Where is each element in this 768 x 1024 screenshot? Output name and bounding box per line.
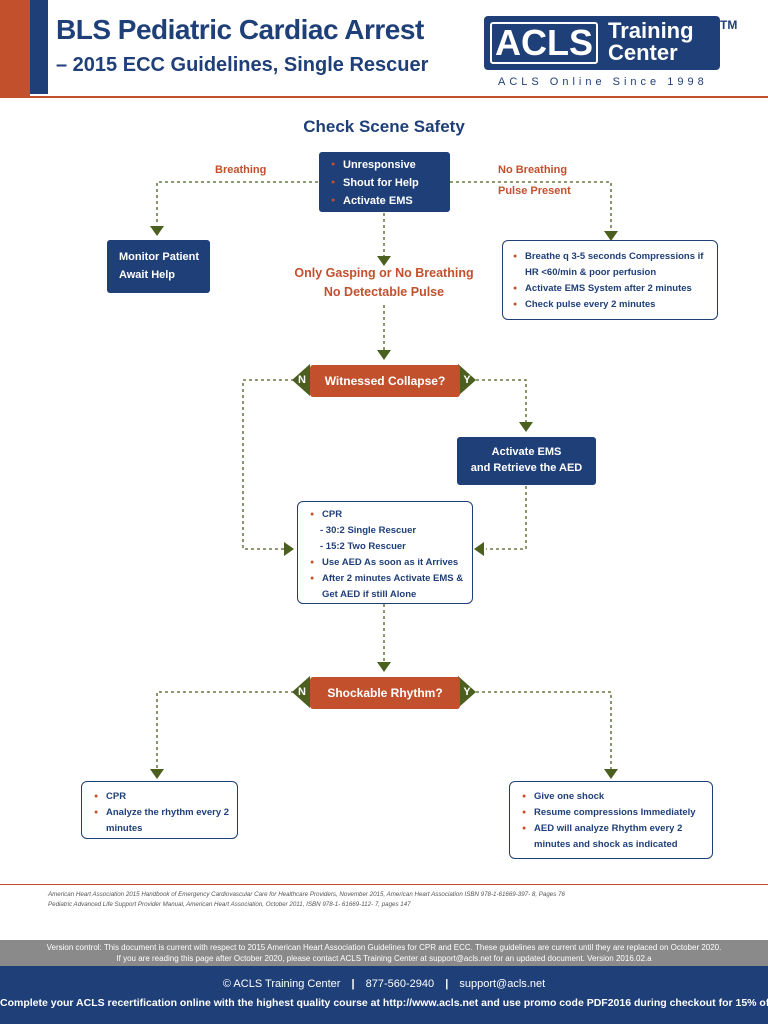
arrow-down-icon xyxy=(150,769,164,779)
witnessed-collapse-decision: Witnessed Collapse? xyxy=(310,365,460,397)
non-shockable-list: CPR Analyze the rhythm every 2 minutes xyxy=(92,789,231,837)
reference-1: American Heart Association 2015 Handbook… xyxy=(48,891,565,898)
logo-training-center-text: Training Center xyxy=(608,18,694,65)
pulse-present-list: Breathe q 3-5 seconds Compressions if HR… xyxy=(511,249,711,313)
footer-separator: | xyxy=(351,978,355,990)
cpr-item-after-2-min: After 2 minutes Activate EMS & Get AED i… xyxy=(308,571,468,603)
arrow-down-icon xyxy=(604,231,618,241)
label-pulse-present: Pulse Present xyxy=(498,185,571,197)
activate-ems-aed-box: Activate EMS and Retrieve the AED xyxy=(457,437,596,485)
page-title: BLS Pediatric Cardiac Arrest xyxy=(56,14,424,45)
witnessed-yes-label: Y xyxy=(463,374,471,386)
label-breathing: Breathing xyxy=(215,164,267,176)
arrow-right-icon xyxy=(284,542,294,556)
shockable-box: Give one shock Resume compressions Immed… xyxy=(509,781,713,859)
version-line-1: Version control: This document is curren… xyxy=(46,943,722,952)
footer-contact: © ACLS Training Center | 877-560-2940 | … xyxy=(0,978,768,990)
non-shockable-item-cpr: CPR xyxy=(92,789,231,805)
monitor-patient-box: Monitor Patient Await Help xyxy=(107,240,210,293)
arrow-left-icon xyxy=(474,542,484,556)
arrow-down-icon xyxy=(150,226,164,236)
flow-connectors xyxy=(150,181,618,779)
gasping-line-2: No Detectable Pulse xyxy=(323,285,445,299)
version-control-bar: Version control: This document is curren… xyxy=(0,940,768,966)
shockable-list: Give one shock Resume compressions Immed… xyxy=(520,789,706,853)
cpr-item-use-aed: Use AED As soon as it Arrives xyxy=(308,555,468,571)
pulse-item-check-pulse: Check pulse every 2 minutes xyxy=(511,297,711,313)
arrow-down-icon xyxy=(377,350,391,360)
cpr-item-cpr: CPR xyxy=(308,507,468,523)
pulse-item-activate-ems: Activate EMS System after 2 minutes xyxy=(511,281,711,297)
pulse-item-breathe: Breathe q 3-5 seconds Compressions if HR… xyxy=(511,249,711,281)
footer-promo[interactable]: Complete your ACLS recertification onlin… xyxy=(0,997,768,1009)
activate-line-1: Activate EMS xyxy=(491,446,562,458)
activate-line-2: and Retrieve the AED xyxy=(470,462,583,474)
version-line-2: If you are reading this page after Octob… xyxy=(116,954,652,963)
gasping-condition: Only Gasping or No Breathing No Detectab… xyxy=(284,264,484,302)
references: American Heart Association 2015 Handbook… xyxy=(48,890,565,910)
footer-copyright: © ACLS Training Center xyxy=(222,978,341,990)
acls-logo[interactable]: ACLS Training Center xyxy=(484,16,720,70)
footer-separator: | xyxy=(445,978,449,990)
arrow-down-icon xyxy=(519,422,533,432)
shockable-item-shock: Give one shock xyxy=(520,789,706,805)
footer-phone[interactable]: 877-560-2940 xyxy=(365,978,435,990)
reference-2: Pediatric Advanced Life Support Provider… xyxy=(48,901,411,908)
shockable-rhythm-decision: Shockable Rhythm? xyxy=(310,677,460,709)
witnessed-no-label: N xyxy=(298,374,306,386)
pulse-present-box: Breathe q 3-5 seconds Compressions if HR… xyxy=(502,240,718,320)
non-shockable-box: CPR Analyze the rhythm every 2 minutes xyxy=(81,781,238,839)
gasping-line-1: Only Gasping or No Breathing xyxy=(294,266,474,280)
cpr-sub-two: - 15:2 Two Rescuer xyxy=(320,541,406,552)
arrow-down-icon xyxy=(377,662,391,672)
footer: © ACLS Training Center | 877-560-2940 | … xyxy=(0,966,768,1024)
arrow-down-icon xyxy=(604,769,618,779)
shockable-item-aed-analyze: AED will analyze Rhythm every 2 minutes … xyxy=(520,821,706,853)
references-divider xyxy=(0,884,768,885)
label-no-breathing: No Breathing xyxy=(498,164,568,176)
header-orange-stripe xyxy=(0,0,30,98)
cpr-box: CPR - 30:2 Single Rescuer - 15:2 Two Res… xyxy=(297,501,473,604)
logo-tagline: ACLS Online Since 1998 xyxy=(498,76,708,88)
header: BLS Pediatric Cardiac Arrest – 2015 ECC … xyxy=(0,0,768,98)
cpr-list: CPR - 30:2 Single Rescuer - 15:2 Two Res… xyxy=(308,507,468,603)
logo-acls-text: ACLS xyxy=(490,22,598,64)
cpr-sub-single: - 30:2 Single Rescuer xyxy=(320,525,417,536)
start-item-unresponsive: Unresponsive xyxy=(329,156,450,174)
shockable-item-resume: Resume compressions Immediately xyxy=(520,805,706,821)
monitor-line-1: Monitor Patient xyxy=(119,251,200,263)
page-subtitle: – 2015 ECC Guidelines, Single Rescuer xyxy=(56,54,429,76)
start-box: Unresponsive Shout for Help Activate EMS xyxy=(319,152,450,212)
arrow-down-icon xyxy=(377,256,391,266)
shockable-yes-label: Y xyxy=(463,686,471,698)
shockable-no-label: N xyxy=(298,686,306,698)
start-item-activate-ems: Activate EMS xyxy=(329,192,450,210)
footer-email[interactable]: support@acls.net xyxy=(459,978,546,990)
monitor-line-2: Await Help xyxy=(119,269,176,281)
non-shockable-item-analyze: Analyze the rhythm every 2 minutes xyxy=(92,805,231,837)
check-scene-safety-heading: Check Scene Safety xyxy=(303,117,465,136)
start-list: Unresponsive Shout for Help Activate EMS xyxy=(329,156,450,210)
logo-trademark: TM xyxy=(720,18,738,32)
header-blue-stripe xyxy=(30,0,48,94)
start-item-shout: Shout for Help xyxy=(329,174,450,192)
